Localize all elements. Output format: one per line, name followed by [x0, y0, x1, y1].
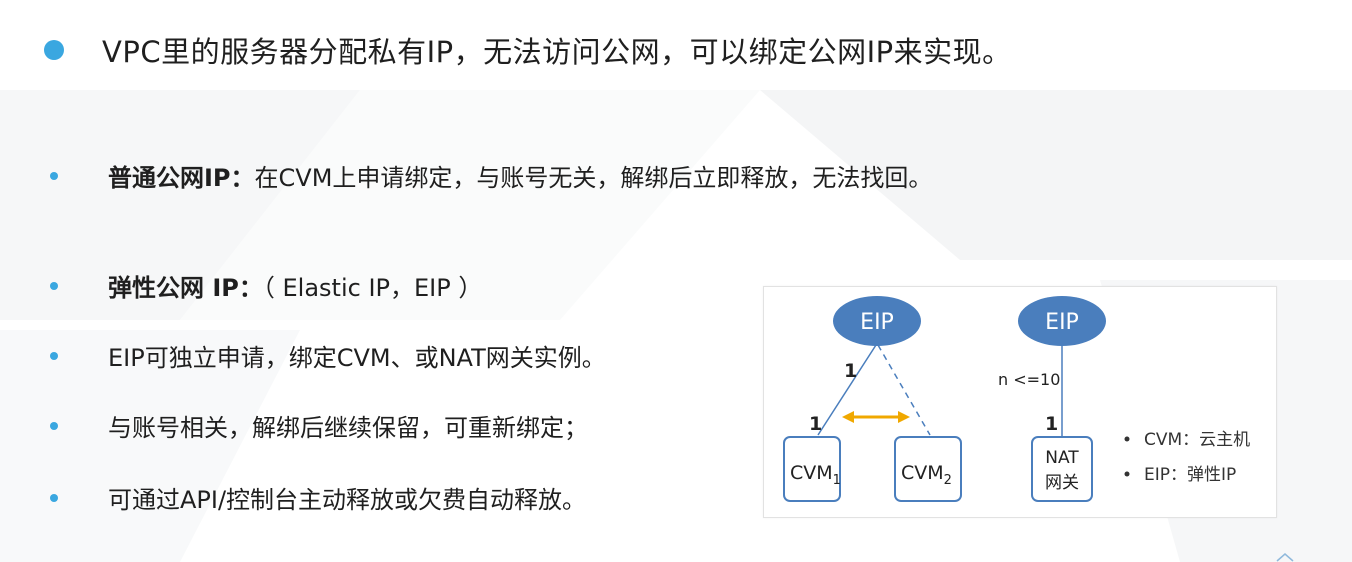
eip-node-left — [833, 296, 921, 346]
bullet-eip-item2: 与账号相关，解绑后继续保留，可重新绑定； — [44, 408, 588, 443]
eip-node-left-label: EIP — [860, 310, 894, 335]
headline-bullet — [44, 40, 64, 60]
eip-text: （ Elastic IP，EIP ） — [262, 274, 483, 302]
cvm1-box — [783, 436, 841, 502]
eip-item1-text: EIP可独立申请，绑定CVM、或NAT网关实例。 — [108, 344, 606, 372]
bullet-normal-ip: 普通公网IP：在CVM上申请绑定，与账号无关，解绑后立即释放，无法找回。 — [44, 158, 932, 193]
cvm2-label: CVM2 — [901, 462, 952, 488]
headline-text: VPC里的服务器分配私有IP，无法访问公网，可以绑定公网IP来实现。 — [102, 35, 1012, 69]
eip-title: 弹性公网 IP： — [108, 274, 263, 302]
bullet-eip-item1: EIP可独立申请，绑定CVM、或NAT网关实例。 — [44, 338, 606, 373]
legend-dot — [1124, 471, 1130, 477]
eip-cvm1-link — [817, 344, 877, 436]
edge-label-top: 1 — [844, 360, 857, 382]
scroll-up-icon — [1276, 553, 1294, 562]
legend-dot — [1124, 436, 1130, 442]
normal-ip-title: 普通公网IP： — [108, 164, 255, 192]
eip-cvm2-link — [877, 344, 931, 436]
headline: VPC里的服务器分配私有IP，无法访问公网，可以绑定公网IP来实现。 — [44, 22, 1012, 78]
bullet-dot — [50, 493, 58, 502]
bullet-dot — [50, 351, 58, 360]
bullet-dot — [50, 421, 58, 430]
eip-item2-text: 与账号相关，解绑后继续保留，可重新绑定； — [108, 414, 588, 442]
legend-item-eip: EIP：弹性IP — [1144, 465, 1236, 485]
bullet-eip-item3: 可通过API/控制台主动释放或欠费自动释放。 — [44, 480, 586, 515]
cvm1-label: CVM1 — [790, 462, 841, 488]
eip-diagram: EIP 1 1 CVM1 CVM2 EIP n <=10 1 NAT 网关 CV… — [763, 286, 1277, 518]
bullet-dot — [50, 281, 58, 290]
nat-label-line2: 网关 — [1045, 473, 1079, 493]
bullet-dot — [50, 171, 58, 180]
cvm2-box — [894, 436, 962, 502]
normal-ip-text: 在CVM上申请绑定，与账号无关，解绑后立即释放，无法找回。 — [254, 164, 933, 192]
nat-label-line1: NAT — [1045, 448, 1079, 468]
bullet-eip: 弹性公网 IP：（ Elastic IP，EIP ） — [44, 268, 482, 303]
eip-diagram-svg: EIP 1 1 CVM1 CVM2 EIP n <=10 1 NAT 网关 CV… — [783, 296, 1250, 502]
eip-node-right — [1018, 296, 1106, 346]
legend-item-cvm: CVM：云主机 — [1144, 430, 1250, 450]
nat-gateway-box — [1031, 436, 1093, 502]
rebind-arrow — [842, 411, 910, 423]
eip-node-right-label: EIP — [1045, 310, 1079, 335]
eip-item3-text: 可通过API/控制台主动释放或欠费自动释放。 — [108, 486, 587, 514]
nat-edge-label: n <=10 — [998, 370, 1060, 389]
nat-edge-label-bottom: 1 — [1045, 413, 1058, 435]
edge-label-cvm: 1 — [809, 413, 822, 435]
